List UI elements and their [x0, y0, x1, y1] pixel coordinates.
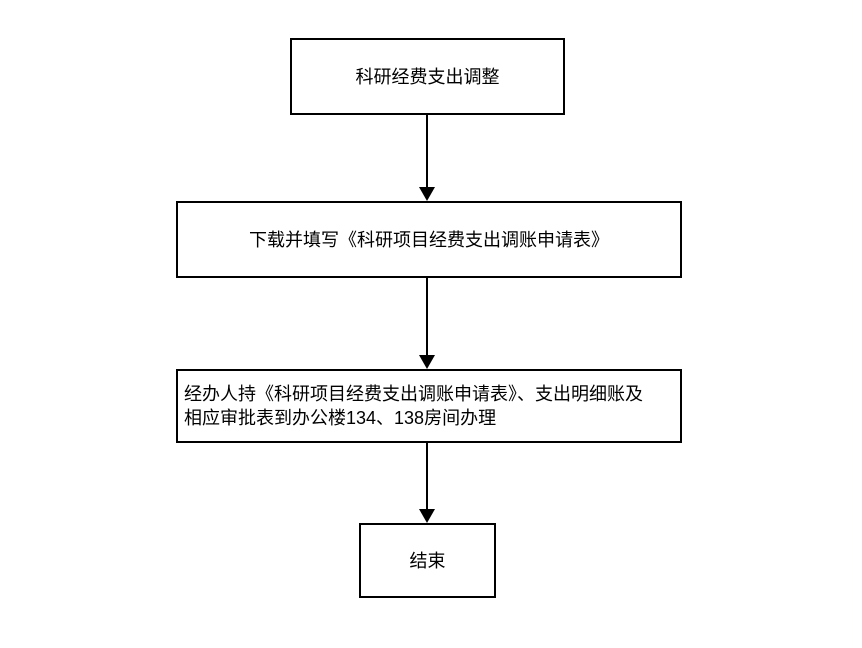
arrow-down-icon	[419, 355, 435, 369]
connector-step1-to-step2	[419, 278, 435, 369]
arrow-down-icon	[419, 187, 435, 201]
flow-node-step2-label: 经办人持《科研项目经费支出调账申请表》、支出明细账及 相应审批表到办公楼134、…	[184, 384, 643, 428]
flow-node-end: 结束	[359, 523, 496, 598]
flow-node-end-label: 结束	[409, 550, 446, 571]
flow-node-step2: 经办人持《科研项目经费支出调账申请表》、支出明细账及 相应审批表到办公楼134、…	[176, 369, 682, 443]
flow-node-step1-label: 下载并填写《科研项目经费支出调账申请表》	[249, 229, 609, 250]
arrow-shaft	[426, 443, 428, 513]
arrow-shaft	[426, 115, 428, 191]
arrow-shaft	[426, 278, 428, 359]
arrow-down-icon	[419, 509, 435, 523]
connector-start-to-step1	[419, 115, 435, 201]
flow-node-start: 科研经费支出调整	[290, 38, 565, 115]
flow-node-step1: 下载并填写《科研项目经费支出调账申请表》	[176, 201, 682, 278]
flow-node-start-label: 科研经费支出调整	[355, 66, 500, 87]
connector-step2-to-end	[419, 443, 435, 523]
